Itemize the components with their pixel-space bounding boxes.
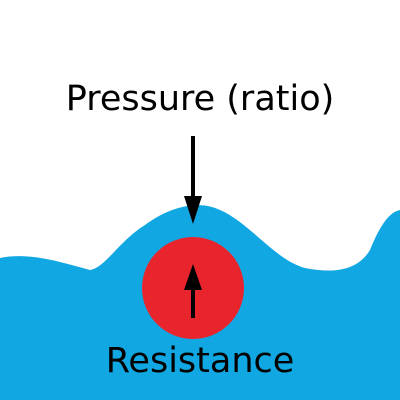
resistance-label: Resistance (105, 341, 295, 381)
pressure-label: Pressure (ratio) (65, 79, 335, 119)
resistance-arrow (184, 264, 202, 318)
pressure-arrow (184, 136, 202, 224)
